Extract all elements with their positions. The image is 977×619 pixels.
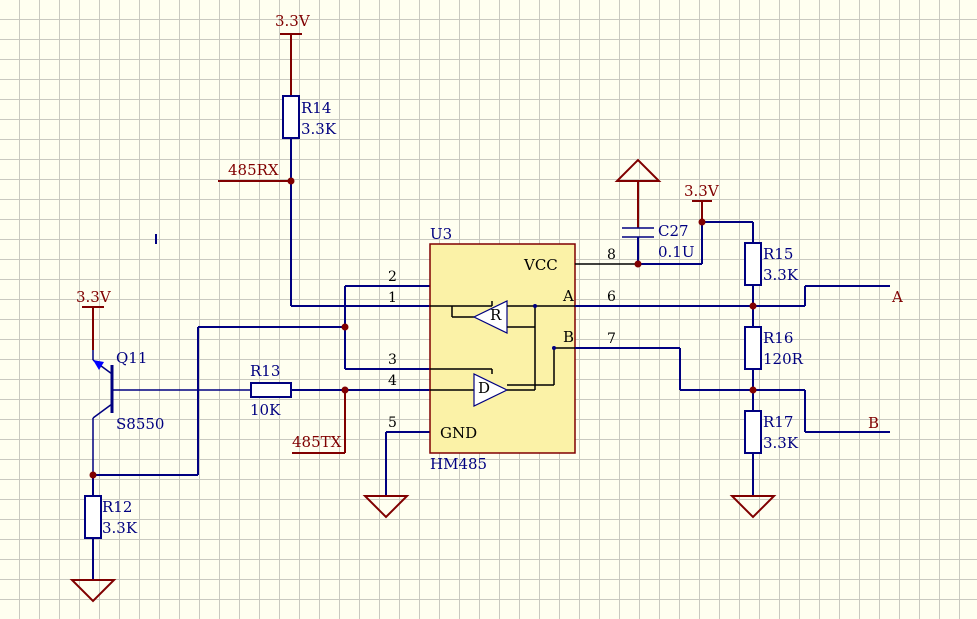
c27-value: 0.1U	[658, 243, 695, 261]
r16-value: 120R	[763, 350, 804, 368]
q11-ref: Q11	[116, 349, 147, 367]
net-label-485rx: 485RX	[228, 161, 279, 179]
junction-r12	[89, 471, 97, 479]
r13-body	[250, 382, 292, 398]
r14-value: 3.3K	[301, 120, 337, 138]
ic-label-a: A	[562, 287, 574, 305]
u3-internal	[430, 263, 638, 407]
junction-enable	[341, 323, 349, 331]
pin-number-3: 3	[388, 352, 397, 368]
q11-transistor	[92, 350, 251, 475]
power-label-r15: 3.3V	[684, 182, 720, 200]
junction-c27	[634, 260, 642, 268]
pin-number-2: 2	[388, 269, 397, 285]
ic-label-b: B	[563, 328, 574, 346]
ground-symbol-ic	[362, 495, 410, 519]
driver-buffer	[473, 373, 509, 407]
r13-ref: R13	[250, 362, 280, 380]
junction-b	[749, 386, 757, 394]
q11-value: S8550	[116, 415, 164, 433]
q11-emitter-arrow	[93, 360, 104, 370]
r15-body	[744, 242, 762, 286]
r16-ref: R16	[763, 329, 793, 347]
r15-ref: R15	[763, 245, 793, 263]
r14-ref: R14	[301, 99, 331, 117]
pin-number-8: 8	[607, 247, 616, 263]
net-label-485tx: 485TX	[292, 433, 342, 451]
r15-value: 3.3K	[763, 266, 799, 284]
q11-power-symbol	[82, 306, 104, 350]
pin-number-1: 1	[388, 290, 397, 306]
pin-number-6: 6	[607, 289, 616, 305]
u3-ic-body	[429, 243, 576, 454]
r17-value: 3.3K	[763, 434, 799, 452]
ic-label-gnd: GND	[440, 424, 477, 442]
pin-number-5: 5	[388, 415, 397, 431]
r12-body	[84, 495, 102, 539]
junction-vcc	[698, 218, 706, 226]
power-label-r14: 3.3V	[275, 12, 311, 30]
power-label-q11: 3.3V	[76, 288, 112, 306]
ground-symbol-r17	[729, 495, 777, 519]
ic-label-vcc: VCC	[523, 256, 558, 274]
receiver-buffer	[472, 300, 508, 334]
ground-symbol-r12	[69, 579, 117, 603]
u3-ref: U3	[430, 225, 452, 243]
ic-label-r: R	[490, 306, 502, 324]
r17-body	[744, 410, 762, 454]
r12-ref: R12	[102, 498, 132, 516]
junction-rx	[287, 177, 295, 185]
c27-capacitor	[614, 158, 662, 264]
r13-value: 10K	[250, 401, 281, 419]
r12-value: 3.3K	[102, 519, 138, 537]
junction-a	[749, 302, 757, 310]
c27-ref: C27	[658, 222, 689, 240]
pin-number-7: 7	[607, 331, 616, 347]
junction-tx	[341, 386, 349, 394]
u3-part-name: HM485	[430, 455, 487, 473]
pin-number-4: 4	[388, 373, 397, 389]
ic-label-d: D	[478, 379, 490, 397]
r14-body	[282, 95, 300, 139]
net-label-a: A	[891, 288, 903, 306]
net-label-b: B	[868, 414, 879, 432]
r16-body	[744, 326, 762, 370]
r14-power-symbol	[280, 33, 302, 96]
r17-ref: R17	[763, 413, 793, 431]
